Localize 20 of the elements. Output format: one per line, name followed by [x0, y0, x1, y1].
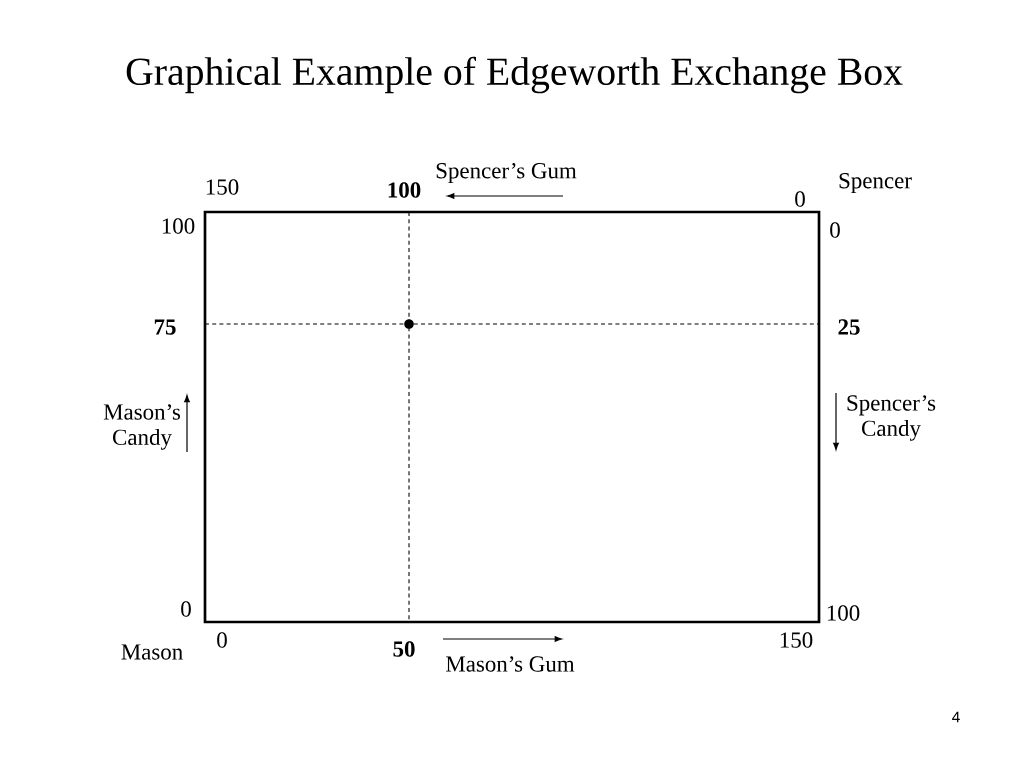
- axis-value: 0: [830, 222, 840, 238]
- axis-value: 100: [162, 218, 195, 234]
- axis-value: 75: [154, 319, 176, 335]
- axis-value: 100: [388, 182, 421, 198]
- axis-label: Mason’s Candy: [103, 404, 181, 450]
- axis-value: 100: [827, 605, 860, 621]
- axis-label: Spencer’s Gum: [436, 162, 577, 184]
- corner-label: Mason: [121, 644, 183, 660]
- title: Graphical Example of Edgeworth Exchange Box: [126, 56, 903, 94]
- axis-value: 150: [780, 632, 813, 648]
- axis-value: 25: [838, 319, 860, 335]
- axis-label: Spencer’s Candy: [847, 395, 936, 441]
- corner-label: Spencer: [839, 172, 912, 194]
- axis-value: 0: [181, 601, 191, 617]
- axis-value: 0: [795, 191, 805, 207]
- axis-value: 50: [393, 641, 415, 657]
- page-number: 4: [952, 711, 960, 723]
- axis-value: 0: [217, 632, 227, 648]
- axis-label: Mason’s Gum: [446, 656, 575, 672]
- axis-value: 150: [206, 179, 239, 195]
